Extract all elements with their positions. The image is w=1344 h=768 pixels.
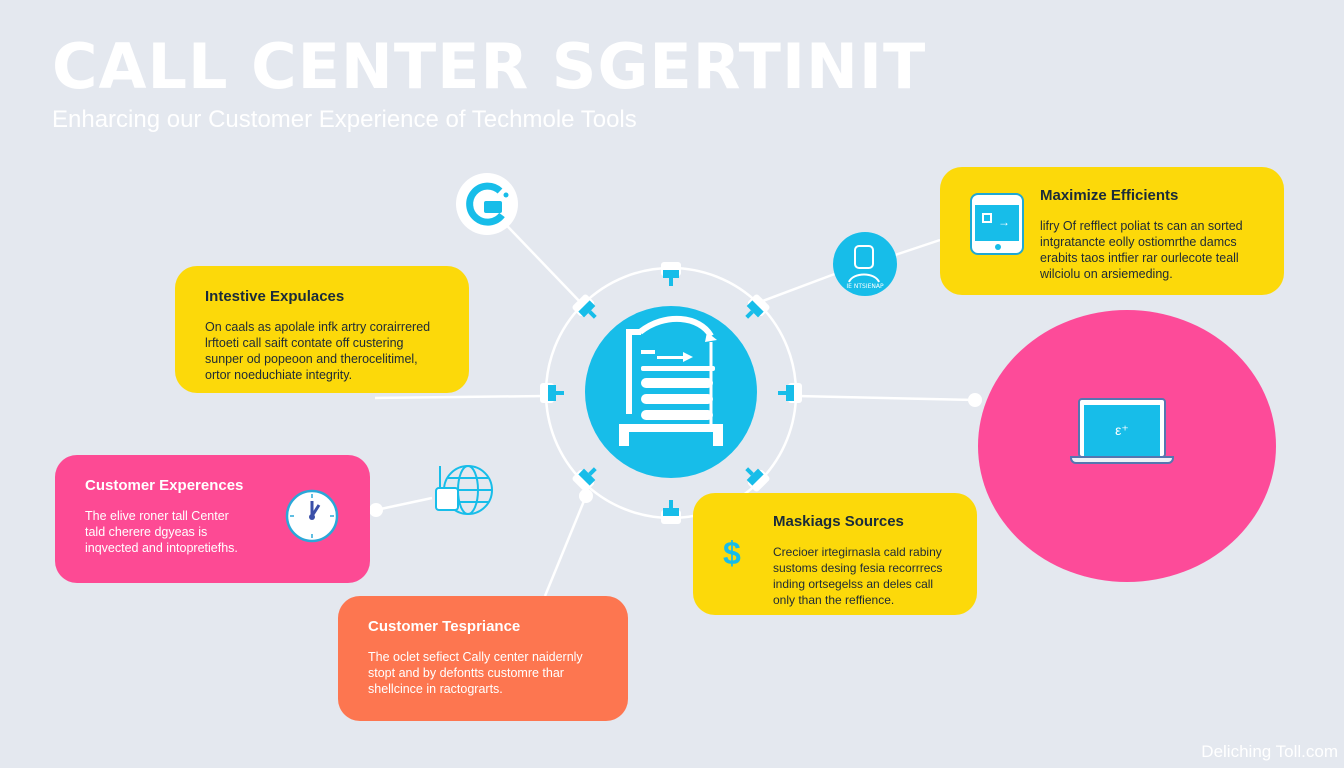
card-body: Crecioer irtegirnasla cald rabiny sustom… [773,545,943,607]
card-body: On caals as apolale infk artry corairrer… [205,320,431,382]
card-body: The elive roner tall Center tald cherere… [85,509,238,555]
laptop-support-icon: ε⁺ [1070,398,1174,466]
svg-text:IE NTSIENAP: IE NTSIENAP [846,283,884,290]
laptop-support-circle: ε⁺ [978,310,1276,582]
watermark: Deliching Toll.com [1201,742,1338,761]
card-maskiags-sources: $ Maskiags Sources Crecioer irtegirnasla… [693,493,977,615]
page-title: CALL CENTER SGERTINIT [52,30,927,103]
card-body: The oclet sefiect Cally center naidernly… [368,650,583,696]
card-title: Maximize Efficients [1040,187,1179,204]
central-hub [585,306,757,478]
workflow-machine-icon [619,316,723,446]
card-body: lifry Of refflect poliat ts can an sorte… [1040,219,1243,281]
card-customer-tespriance: Customer Tespriance The oclet sefiect Ca… [338,596,628,721]
agent-avatar-icon: IE NTSIENAP [833,232,897,296]
card-maximize-efficients: → Maximize Efficients lifry Of refflect … [940,167,1284,295]
tablet-icon: → [970,193,1024,255]
card-title: Intestive Expulaces [205,288,345,305]
card-title: Customer Tespriance [368,618,521,635]
globe-thumbs-up-icon [432,460,498,520]
page-subtitle: Enharcing our Customer Experience of Tec… [52,106,637,133]
clock-icon [285,489,339,543]
ring-plugs [540,262,802,524]
card-title: Maskiags Sources [773,513,904,530]
card-intestive-expulaces: Intestive Expulaces On caals as apolale … [175,266,469,393]
card-title: Customer Experences [85,477,244,494]
card-customer-experences: Customer Experences The elive roner tall… [55,455,370,583]
dollar-icon: $ [723,535,741,571]
refresh-card-icon [456,173,518,235]
